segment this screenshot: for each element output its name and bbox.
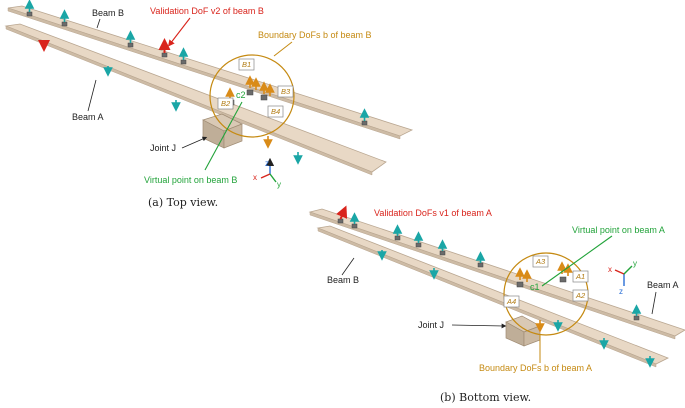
bottom-joint-leader [451,323,507,329]
top-tag-b2: B2 [217,97,234,110]
tag-a2-text: A2 [575,291,586,300]
sensor [415,242,422,248]
bottom-label-validation: Validation DoFs v1 of beam A [374,208,492,218]
bottom-tag-a2: A2 [572,289,589,302]
sensor [477,262,484,268]
sensor [260,94,268,101]
top-view: B1 B2 B3 B4 c2 Beam B Validation DoF v2 … [4,0,414,209]
sensor [61,21,68,27]
top-label-boundary: Boundary DoFs b of beam B [258,30,372,40]
sensor [361,120,368,126]
top-beam-a [4,23,387,173]
top-joint-leader [181,136,208,149]
validation-arrow [336,205,348,220]
bottom-axis-y: y [633,259,637,268]
top-label-beam-a: Beam A [72,112,104,122]
top-virtual-leader [204,101,243,171]
bottom-beam-a-leader [651,291,657,315]
sensor [127,42,134,48]
tag-b3-text: B3 [281,87,291,96]
validation-sensor [161,52,168,58]
tag-b2-text: B2 [221,99,231,108]
bottom-sensors-beam-a [336,205,642,321]
sensor [180,59,187,65]
tag-a4-text: A4 [506,297,516,306]
top-tag-b4: B4 [267,105,284,118]
tag-b4-text: B4 [271,107,280,116]
bottom-axis-z: z [619,287,623,296]
bottom-axis-x: x [608,265,612,274]
caption-top-view: (a) Top view. [148,196,218,209]
bottom-beam-b [316,225,669,365]
sensor [26,11,33,17]
bottom-joint-block [505,315,541,347]
bottom-label-beam-a: Beam A [647,280,679,290]
top-boundary-circle [209,54,295,138]
bottom-sensors-beam-b [377,250,655,368]
bottom-beam-b-leader [341,257,355,276]
top-sensors-beam-a [38,40,303,165]
top-label-joint: Joint J [150,143,176,153]
bottom-view: A1 A2 A3 A4 c1 Validation DoFs v1 of bea… [308,205,685,404]
bottom-label-joint: Joint J [418,320,444,330]
tag-b1-text: B1 [242,60,251,69]
bottom-label-boundary: Boundary DoFs b of beam A [479,363,592,373]
caption-bottom-view: (b) Bottom view. [440,391,531,404]
top-axis-x: x [253,173,257,182]
bottom-virtual-point-tag: c1 [530,282,540,292]
top-beam-b-leader [96,18,101,29]
bottom-axis-triad: z x y [608,259,637,296]
sensor [351,223,358,229]
sensor [559,276,567,283]
top-beam-a-leader [87,79,97,112]
top-axis-triad: z x y [253,157,281,189]
bottom-boundary-sensors [515,261,573,333]
top-sensors-beam-b [24,0,370,126]
top-label-virtual-point: Virtual point on beam B [144,175,237,185]
top-axis-z: z [265,159,269,168]
bottom-tag-a1: A1 [572,270,589,283]
tag-a3-text: A3 [535,257,546,266]
sensor [246,89,254,96]
tag-a1-text: A1 [575,272,585,281]
top-tag-b3: B3 [277,85,294,98]
bottom-beam-b-edge [317,227,657,368]
bottom-tag-a4: A4 [503,295,520,308]
top-label-validation: Validation DoF v2 of beam B [150,6,264,16]
top-beam-b [7,5,414,137]
top-virtual-point-tag: c2 [236,90,246,100]
top-validation-leader [167,17,191,47]
top-tag-b1: B1 [238,58,255,71]
sensor [633,315,640,321]
bottom-label-beam-b: Beam B [327,275,359,285]
top-axis-y: y [277,180,281,189]
sensor [516,281,524,288]
bottom-tag-a3: A3 [532,255,549,268]
bottom-virtual-leader [541,235,613,287]
top-label-beam-b: Beam B [92,8,124,18]
bottom-beam-a-edge [309,211,676,340]
top-boundary-leader [273,41,293,57]
sensor [439,250,446,256]
sensor [394,235,401,241]
bottom-label-virtual-point: Virtual point on beam A [572,225,665,235]
validation-sensor [337,218,344,224]
top-beam-a-edge [5,25,373,176]
